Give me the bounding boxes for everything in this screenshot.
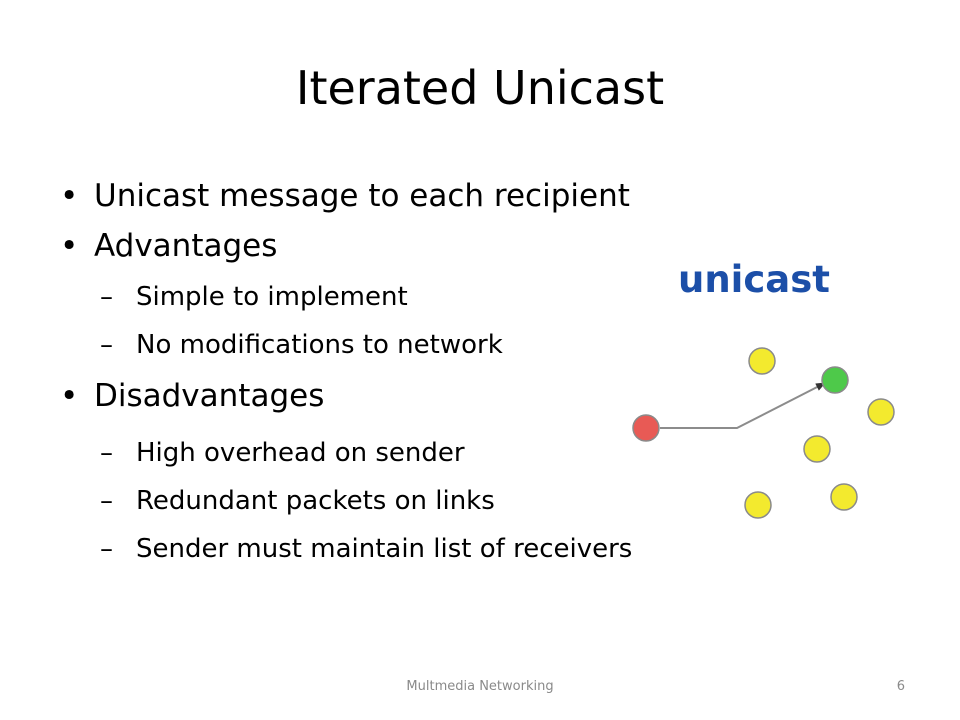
sub-bullet-item: Redundant packets on links <box>60 484 780 518</box>
sub-bullet-item: Sender must maintain list of receivers <box>60 532 780 566</box>
unicast-diagram: unicast <box>632 258 895 519</box>
footer-text: Multmedia Networking <box>406 679 554 694</box>
receiver-node <box>748 347 776 375</box>
active-receiver-node <box>821 366 849 394</box>
slide-title: Iterated Unicast <box>295 61 665 115</box>
diagram-label: unicast <box>678 258 830 301</box>
bullet-item: Advantages <box>60 226 780 266</box>
receiver-node <box>803 435 831 463</box>
sub-bullet-item: High overhead on sender <box>60 436 780 470</box>
unicast-link-arrow <box>660 382 826 429</box>
page-number: 6 <box>896 679 905 694</box>
bullet-list: Unicast message to each recipient Advant… <box>60 176 780 566</box>
sub-bullet-item: No modifications to network <box>60 328 780 362</box>
bullet-item: Unicast message to each recipient <box>60 176 780 216</box>
sub-bullet-item: Simple to implement <box>60 280 780 314</box>
receiver-node <box>830 483 858 511</box>
receiver-node <box>744 491 772 519</box>
receiver-node <box>867 398 895 426</box>
bullet-item: Disadvantages <box>60 376 780 416</box>
sender-node <box>632 414 660 442</box>
